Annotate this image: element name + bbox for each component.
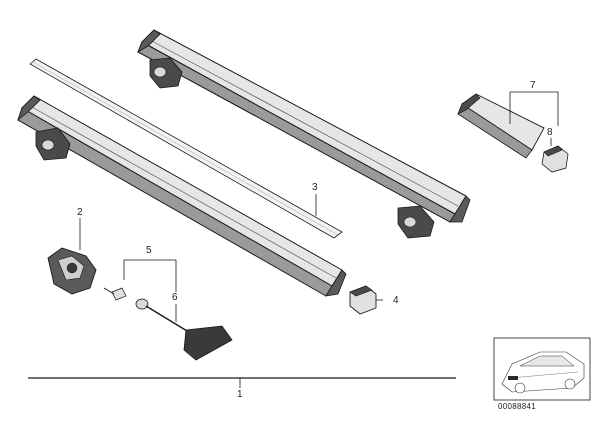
callout-7: 7 (530, 80, 536, 91)
rubber-strip (29, 58, 343, 239)
clamp-foot (47, 247, 97, 295)
end-cap (349, 285, 377, 315)
vehicle-thumbnail (493, 337, 591, 401)
leader-lines (79, 91, 559, 388)
callout-2: 2 (77, 207, 83, 218)
front-roof-bar (17, 95, 347, 297)
callout-3: 3 (312, 182, 318, 193)
small-end-cap (541, 145, 569, 173)
front-bar-foot-left (35, 127, 71, 161)
callout-5: 5 (146, 245, 152, 256)
callout-1: 1 (237, 389, 243, 400)
torque-key (135, 298, 233, 361)
rear-bar-foot-right (397, 205, 435, 239)
lock-screw (103, 287, 127, 301)
callout-6: 6 (172, 292, 178, 303)
document-number: 00088841 (498, 402, 536, 411)
callout-8: 8 (547, 127, 553, 138)
rear-bar-foot-left (149, 57, 183, 89)
rear-roof-bar (137, 29, 471, 223)
bar-end-piece (457, 93, 545, 159)
callout-4: 4 (393, 295, 399, 306)
